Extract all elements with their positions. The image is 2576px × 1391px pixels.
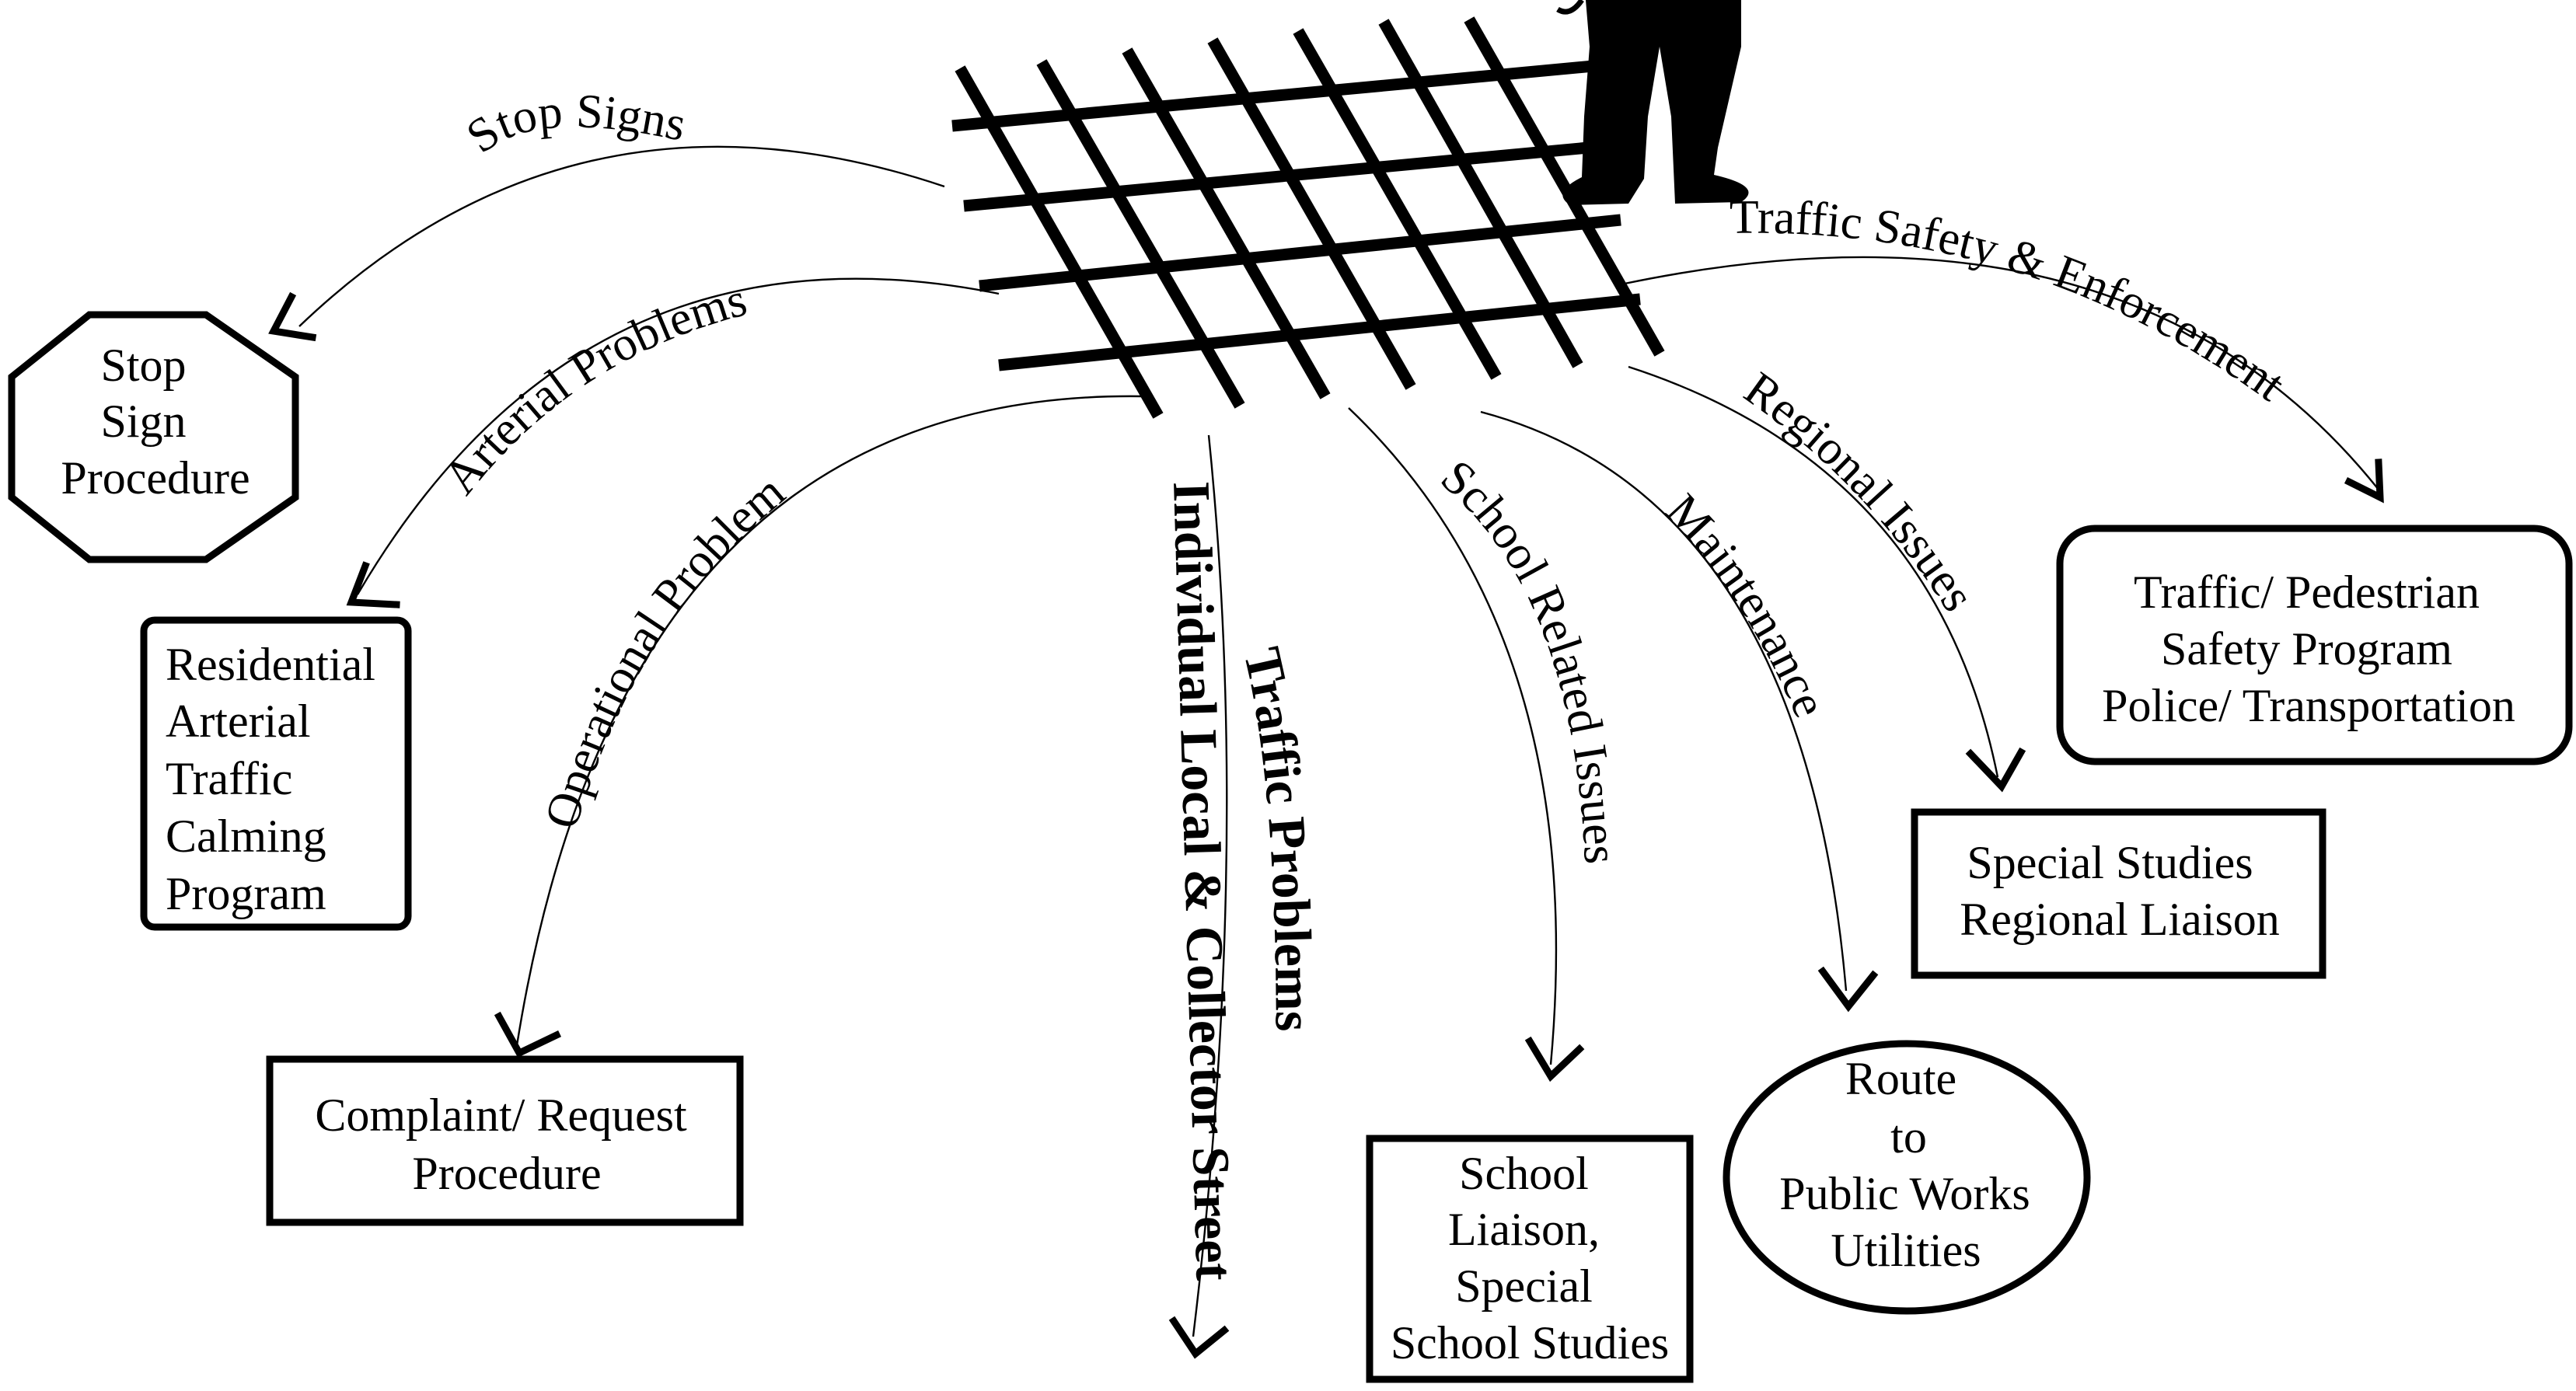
node-line: Procedure [61,452,250,504]
node-line: Procedure [412,1148,601,1199]
edge-label-stop-signs: Stop Signs [457,85,690,163]
edge-operational [515,395,1143,1046]
node-complaint-request-procedure: Complaint/ Request Procedure [266,1055,744,1226]
svg-text:Complaint/ Request Proce: Complaint/ Request Procedure [315,1089,698,1199]
node-line: Route [1845,1053,1956,1104]
svg-text:Special Studies Regional: Special Studies Regional Liaison [1960,837,2280,945]
svg-text:Route to Public Wo: Route to Public Works Utilities [1779,1053,2041,1276]
arrowhead-safety-program [2344,458,2384,504]
edge-label-operational: Operational Problem [535,465,794,834]
svg-text:Residential Arterial: Residential Arterial Traffic Calming Pro… [166,639,387,919]
edge-label-maintenance: Maintenance [1656,484,1837,725]
street-grid-icon [951,16,1665,419]
node-line: Utilities [1831,1225,1981,1276]
node-line: to [1890,1111,1927,1163]
svg-text:Traffic/ Pedestrian Safe: Traffic/ Pedestrian Safety Program Polic… [2102,567,2515,731]
node-residential-arterial-traffic-calming-program: Residential Arterial Traffic Calming Pro… [140,616,412,931]
edge-label-traffic-problems: Traffic Problems [1233,642,1324,1031]
node-line: Complaint/ Request [315,1089,687,1141]
standing-person-icon [1556,0,1749,205]
arrowhead-school [1524,1036,1585,1082]
flow-connectors [298,145,2379,1337]
arrowhead-complaint [494,1011,562,1058]
edge-regional [1628,365,1999,778]
node-line: Liaison, [1448,1204,1600,1255]
arrowhead-public-works [1817,966,1879,1013]
node-line: Special Studies [1967,837,2253,888]
node-traffic-pedestrian-safety-program: Traffic/ Pedestrian Safety Program Polic… [2056,525,2573,765]
node-line: Police/ Transportation [2102,680,2515,731]
node-line: Calming [166,811,326,862]
node-line: Sign [100,396,186,447]
node-line: Public Works [1779,1168,2030,1219]
edge-school [1348,407,1558,1065]
svg-text:Stop Sign Procedur: Stop Sign Procedure [61,340,250,504]
node-special-studies-regional-liaison: Special Studies Regional Liaison [1911,808,2326,979]
node-line: Special [1455,1260,1593,1312]
node-line: Traffic/ Pedestrian [2134,567,2480,618]
node-line: Arterial [166,696,311,747]
edge-label-school: School Related Issues [1431,450,1627,865]
node-line: Stop [100,340,186,391]
node-line: Residential [166,639,375,690]
edge-individual-streets [1192,434,1228,1337]
svg-text:School Liaison, Sp: School Liaison, Special School Studies [1391,1148,1669,1368]
arrowhead-residential [346,561,400,608]
arrowhead-special-studies [1965,747,2026,793]
node-line: Safety Program [2161,623,2452,675]
edge-stop-signs [298,145,945,327]
node-line: Regional Liaison [1960,894,2280,945]
edge-maintenance [1480,410,1848,992]
arrowhead-stop-sign [268,291,317,342]
edge-arterial [356,277,1000,595]
node-stop-sign-procedure: Stop Sign Procedure [8,311,299,563]
node-school-liaison: School Liaison, Special School Studies [1366,1135,1694,1383]
edge-label-arterial: Arterial Problems [434,274,752,504]
edge-safety [1624,256,2379,490]
node-line: School Studies [1391,1317,1669,1368]
arrowheads [268,291,2384,1359]
node-line: Program [166,868,326,919]
node-line: Traffic [166,753,292,804]
edge-label-safety: Traffic Safety & Enforcement [1730,191,2295,412]
arrowhead-individual-streets [1168,1316,1230,1359]
node-line: School [1459,1148,1589,1199]
node-route-to-public-works: Route to Public Works Utilities [1723,1040,2091,1315]
